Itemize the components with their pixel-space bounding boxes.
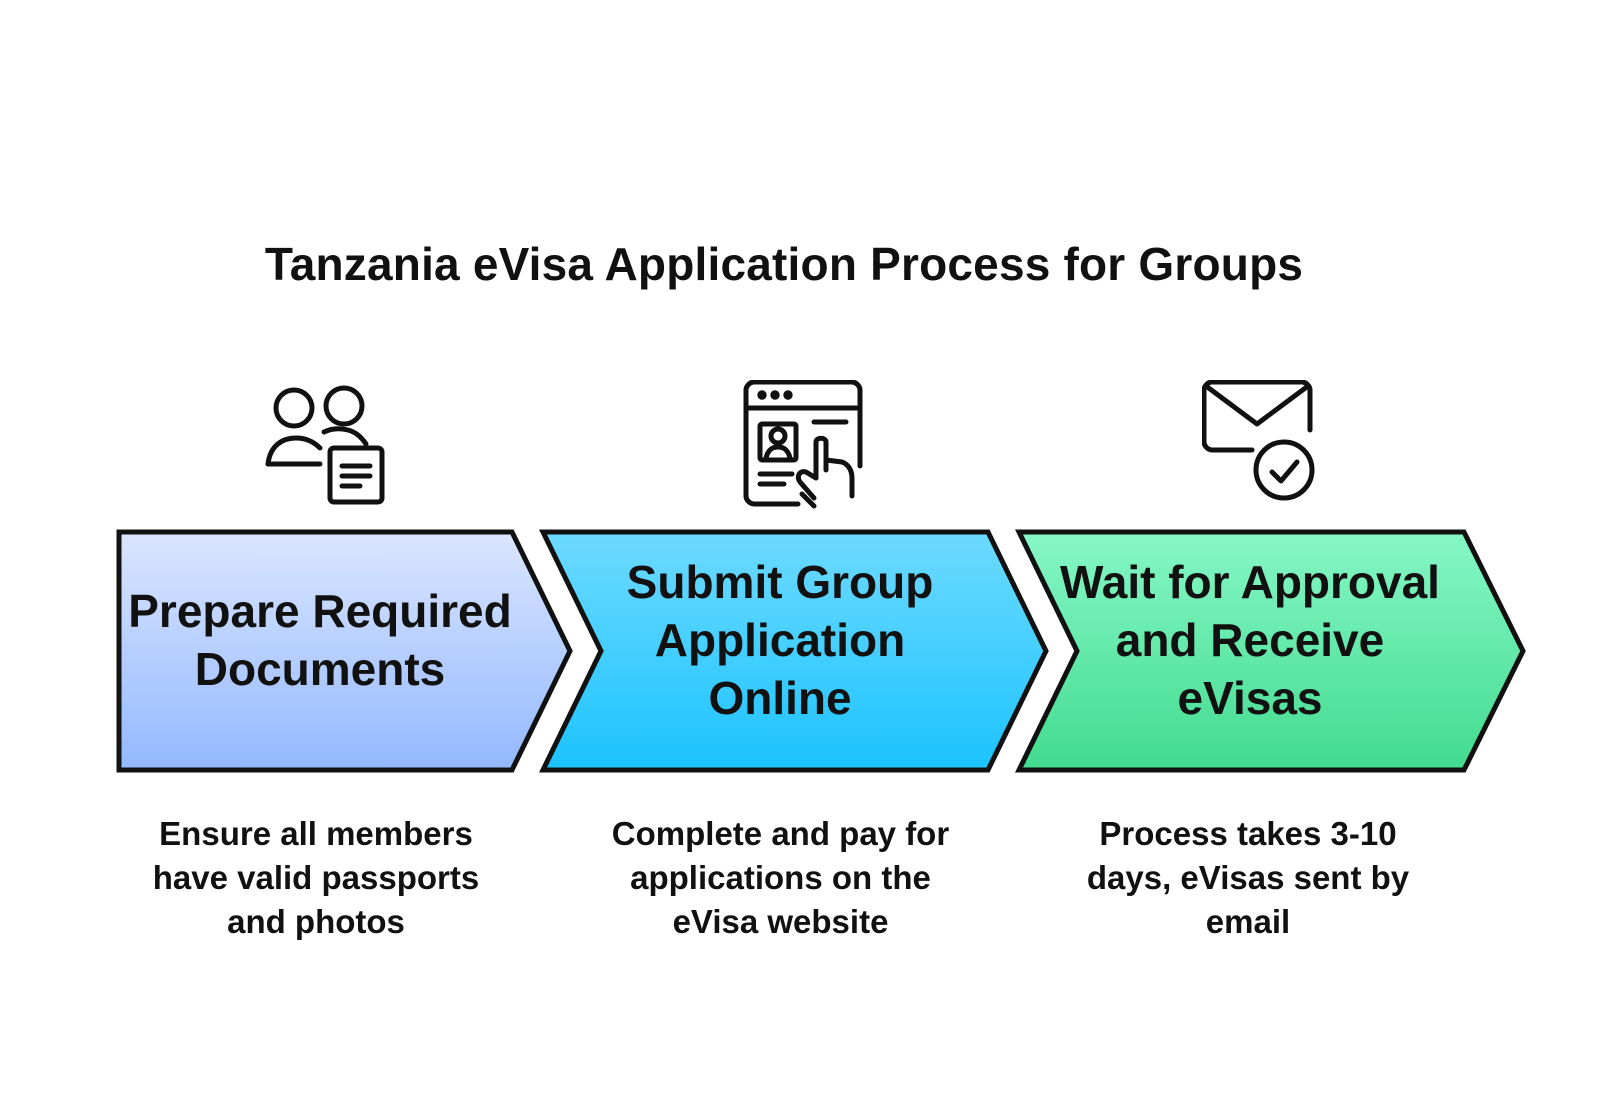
step-2-description: Complete and pay for applications on the…: [611, 815, 950, 940]
step-1-title: Prepare Required Documents: [128, 585, 512, 695]
group-document-icon: [262, 380, 392, 510]
step-1-description: Ensure all members have valid passports …: [152, 815, 480, 940]
step-2-arrow-shape: [539, 529, 1049, 773]
online-form-click-icon: [742, 380, 872, 510]
step-2-title: Submit Group Application Online: [626, 556, 934, 724]
step-3-title: Wait for Approval and Receive eVisas: [1060, 556, 1440, 724]
diagram-title: Tanzania eVisa Application Process for G…: [264, 238, 1304, 290]
email-check-icon: [1202, 380, 1332, 510]
step-3-arrow-shape: [1015, 529, 1526, 773]
step-3-description: Process takes 3-10 days, eVisas sent by …: [1086, 815, 1410, 940]
step-1-arrow-shape: [116, 529, 573, 773]
